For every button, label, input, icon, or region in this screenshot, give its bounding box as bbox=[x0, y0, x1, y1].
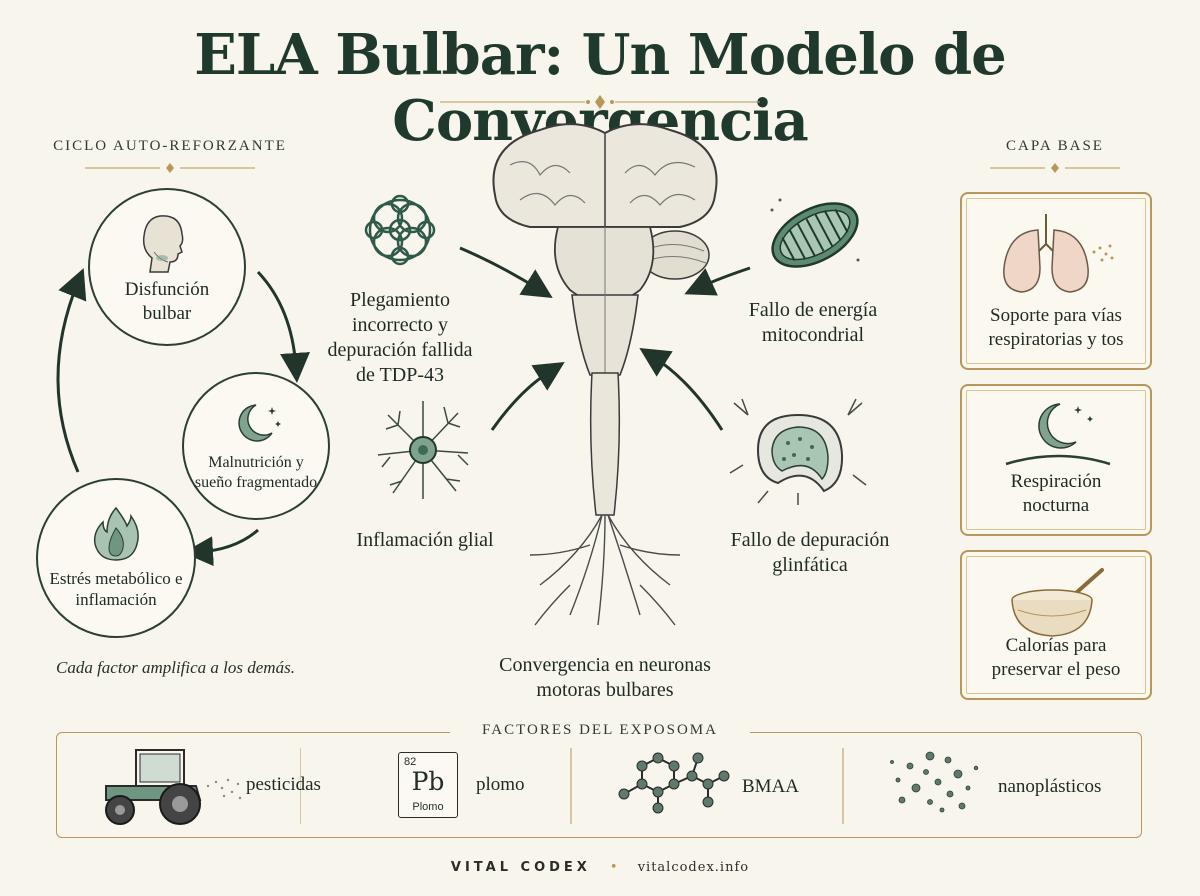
brainstem-illustration bbox=[492, 123, 718, 626]
base-heading-divider bbox=[990, 163, 1120, 173]
base-heading: CAPA BASE bbox=[1006, 138, 1104, 154]
protein-aggregate-icon bbox=[364, 194, 436, 266]
card-label: Soporte para vías respiratorias y tos bbox=[988, 305, 1124, 350]
cycle-caption: Cada factor amplifica a los demás. bbox=[56, 658, 295, 677]
glymphatic-vessel-icon bbox=[729, 398, 867, 505]
cycle-node-label: Disfunción bulbar bbox=[124, 279, 210, 324]
exposome-bmaa: BMAA bbox=[742, 776, 800, 797]
convergence-arrows bbox=[459, 246, 751, 431]
tractor-icon bbox=[105, 749, 242, 825]
glial-cell-icon bbox=[377, 401, 469, 499]
flame-icon bbox=[93, 506, 139, 561]
cycle-node-metabolic-stress: Estrés metabólico e inflamación bbox=[36, 478, 196, 638]
lungs-icon bbox=[1003, 214, 1114, 293]
cycle-node-label: Estrés metabólico e inflamación bbox=[49, 569, 183, 609]
lead-element-tile: 82 Pb Plomo bbox=[398, 752, 458, 818]
molecule-icon bbox=[618, 752, 730, 814]
card-label: Calorías para preservar el peso bbox=[991, 635, 1121, 680]
cycle-arrows bbox=[56, 268, 310, 567]
page-title: ELA Bulbar: Un Modelo de Convergencia bbox=[194, 22, 1007, 154]
exposome-dividers bbox=[300, 748, 844, 824]
footer: VITAL CODEX • vitalcodex.info bbox=[0, 856, 1200, 875]
card-nocturnal-breathing: Respiración nocturna bbox=[960, 384, 1152, 536]
bowl-spoon-icon bbox=[1011, 568, 1104, 637]
factor-mitochondrial: Fallo de energía mitocondrial bbox=[748, 299, 878, 346]
element-symbol: Pb bbox=[411, 767, 445, 796]
cycle-heading: CICLO AUTO-REFORZANTE bbox=[53, 138, 287, 154]
factor-glymphatic: Fallo de depuración glinfática bbox=[730, 529, 890, 576]
cycle-node-malnutrition-sleep: Malnutrición y sueño fragmentado bbox=[182, 372, 330, 520]
mitochondrion-icon bbox=[770, 198, 860, 268]
cycle-heading-divider bbox=[85, 163, 255, 173]
card-airway-cough: Soporte para vías respiratorias y tos bbox=[960, 192, 1152, 370]
card-label: Respiración nocturna bbox=[1010, 471, 1102, 516]
nanoplastics-icon bbox=[890, 751, 979, 813]
element-number: 82 bbox=[404, 756, 417, 768]
footer-brand: VITAL CODEX bbox=[450, 860, 591, 875]
footer-separator: • bbox=[609, 860, 619, 875]
exposome-nanoplastics: nanoplásticos bbox=[998, 776, 1102, 797]
exposome-pesticides: pesticidas bbox=[246, 774, 321, 795]
element-name: Plomo bbox=[412, 801, 444, 813]
exposome-lead: plomo bbox=[476, 774, 525, 795]
factor-glial-inflammation: Inflamación glial bbox=[356, 529, 494, 551]
moon-stars-icon bbox=[238, 404, 281, 442]
cycle-node-bulbar-dysfunction: Disfunción bulbar bbox=[88, 188, 246, 346]
footer-site-link[interactable]: vitalcodex.info bbox=[637, 860, 750, 875]
convergence-label: Convergencia en neuronas motoras bulbare… bbox=[499, 654, 711, 701]
head-profile-icon bbox=[142, 215, 184, 273]
moon-horizon-icon bbox=[1005, 403, 1111, 466]
title-divider bbox=[440, 95, 760, 109]
cycle-node-label: Malnutrición y sueño fragmentado bbox=[194, 454, 318, 491]
card-calories: Calorías para preservar el peso bbox=[960, 550, 1152, 700]
exposome-heading: FACTORES DEL EXPOSOMA bbox=[450, 722, 750, 739]
factor-tdp43: Plegamiento incorrecto y depuración fall… bbox=[327, 289, 473, 386]
